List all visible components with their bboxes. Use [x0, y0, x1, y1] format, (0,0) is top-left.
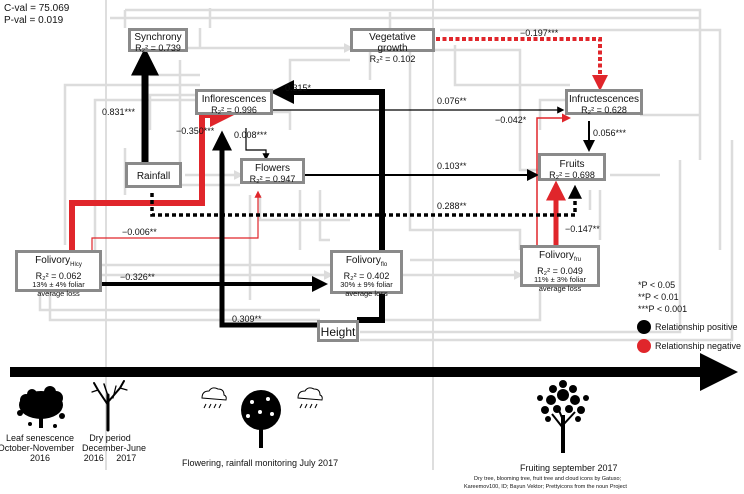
- legend-p-001: ***P < 0.001: [638, 304, 688, 314]
- positive-paths: [100, 47, 595, 328]
- caption-line: October-November: [0, 443, 75, 453]
- coef-flow-fruit: 0.103**: [437, 161, 467, 171]
- node-name: Rainfall: [136, 171, 171, 182]
- node-height: Height: [317, 320, 359, 342]
- rain-cloud-icon: [297, 387, 323, 409]
- timeline-arrow: [10, 353, 738, 391]
- legend-positive-swatch: [637, 320, 651, 334]
- coef-rain-sync: 0.831***: [102, 107, 136, 117]
- path-hlcy-infl: [69, 103, 234, 250]
- caption-fruiting: Fruiting september 2017: [520, 463, 618, 473]
- caption-leaf-senescence: Leaf senescence October-November 2016: [0, 433, 78, 463]
- node-name: Folivory: [35, 255, 71, 266]
- node-name: Flowers: [254, 163, 290, 174]
- node-inflorescences: Inflorescences R₂² = 0.996: [195, 89, 273, 115]
- node-flowers: Flowers R₂² = 0.947: [240, 158, 305, 184]
- legend-positive-label: Relationship positive: [655, 322, 738, 332]
- node-name: Inflorescences: [201, 94, 267, 105]
- caption-line: 2016 2017: [82, 453, 138, 463]
- node-extra: 30% ± 9% foliar average loss: [340, 280, 393, 298]
- caption-line: December-June: [82, 443, 147, 453]
- node-stat: R₂² = 0.698: [549, 170, 595, 180]
- node-name: Height: [320, 325, 356, 339]
- path-height-infl: [212, 130, 320, 328]
- coef-hlcy-infl: −0.350***: [176, 126, 215, 136]
- fruit-tree-icon: [537, 380, 589, 453]
- node-stat: R₂² = 0.947: [249, 174, 296, 184]
- p-val-label: P-val = 0.019: [4, 15, 64, 26]
- coef-infl-infr: 0.076**: [437, 96, 467, 106]
- coef-rain-fruit: 0.288**: [437, 201, 467, 211]
- rain-cloud-icon: [201, 387, 227, 409]
- node-subscript: fru: [574, 257, 582, 263]
- path-rain-fruit: [150, 184, 582, 217]
- caption-dry-period: Dry period December-June 2016 2017: [82, 433, 147, 463]
- node-stat: R₂² = 0.402: [343, 271, 390, 281]
- node-name: Vegetative growth: [369, 32, 416, 54]
- caption-year: 2017: [116, 453, 137, 463]
- node-name: Fruits: [559, 159, 585, 170]
- coef-infr-fruit: 0.056***: [593, 128, 627, 138]
- coef-infl-flow: 0.008***: [234, 130, 268, 140]
- node-folivory-flo: Folivoryflo R₂² = 0.402 30% ± 9% foliar …: [330, 250, 403, 297]
- node-stat: R₂² = 0.996: [211, 105, 257, 115]
- path-height-infl-top: [270, 80, 385, 323]
- caption-year: 2016: [83, 453, 104, 463]
- node-stat: R₂² = 0.739: [135, 43, 181, 53]
- node-synchrony: Synchrony R₂² = 0.739: [128, 28, 188, 53]
- coef-height-infl-top: 0.315*: [285, 83, 312, 93]
- icon-credit-line: Kareemov100, ID; Bayun Vektor; Prettyico…: [464, 484, 627, 490]
- coef-fru-infr: −0.042*: [495, 115, 527, 125]
- coef-height-infl: 0.309**: [232, 314, 262, 324]
- node-subscript: Hlcy: [70, 262, 82, 268]
- node-subscript: flo: [380, 262, 388, 268]
- legend-p-01: **P < 0.01: [638, 292, 679, 302]
- coef-veg-infr: −0.197***: [520, 28, 559, 38]
- node-infructescences: Infructescences R₂² = 0.628: [565, 89, 643, 115]
- coef-hlcy-flow: −0.006**: [122, 227, 157, 237]
- node-stat: R₂² = 0.102: [369, 54, 416, 64]
- node-folivory-fru: Folivoryfru R₂² = 0.049 11% ± 3% foliar …: [520, 245, 600, 292]
- coef-hlcy-flo: −0.326**: [120, 272, 155, 282]
- path-veg-infr: [436, 37, 608, 91]
- node-name: Folivory: [538, 250, 574, 261]
- node-stat: R₂² = 0.628: [581, 105, 627, 115]
- node-rainfall: Rainfall: [125, 162, 182, 188]
- path-infl-flow: [245, 128, 270, 161]
- node-stat: R₂² = 0.062: [35, 271, 82, 281]
- path-fru-infr: [536, 113, 571, 245]
- node-name: Folivory: [345, 255, 381, 266]
- negative-paths: [69, 37, 608, 250]
- caption-line: Dry period: [89, 433, 131, 443]
- caption-line: Leaf senescence: [5, 433, 75, 443]
- node-vegetative-growth: Vegetative growth R₂² = 0.102: [350, 28, 435, 64]
- caption-line: 2016: [29, 453, 51, 463]
- node-extra: 13% ± 4% foliar average loss: [32, 280, 85, 298]
- dry-tree-icon: [91, 380, 128, 432]
- leaf-senescence-tree-icon: [17, 386, 65, 428]
- coef-fru-fruit: −0.147**: [565, 224, 600, 234]
- node-fruits: Fruits R₂² = 0.698: [538, 153, 606, 181]
- node-name: Infructescences: [568, 94, 640, 105]
- node-name: Synchrony: [134, 32, 182, 43]
- icon-credit-line: Dry tree, blooming tree, fruit tree and …: [474, 476, 622, 482]
- legend-negative-label: Relationship negative: [655, 341, 742, 351]
- c-val-label: C-val = 75.069: [4, 3, 70, 14]
- node-folivory-hlcy: FolivoryHlcy R₂² = 0.062 13% ± 4% foliar…: [15, 250, 102, 297]
- blooming-tree-icon: [241, 390, 281, 448]
- caption-flowering: Flowering, rainfall monitoring July 2017: [182, 458, 339, 468]
- node-extra: 11% ± 3% foliar average loss: [534, 275, 586, 293]
- legend-p-05: *P < 0.05: [638, 280, 676, 290]
- legend-negative-swatch: [637, 339, 651, 353]
- node-stat: R₂² = 0.049: [537, 266, 583, 276]
